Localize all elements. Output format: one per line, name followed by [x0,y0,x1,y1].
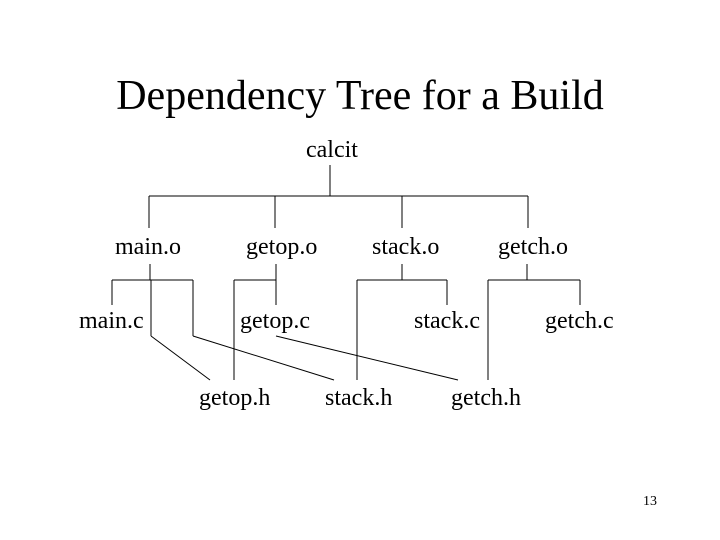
node-getop-o: getop.o [246,234,318,260]
edge-main-o-getop-h [150,335,211,381]
node-stack-h: stack.h [325,385,393,411]
slide-title: Dependency Tree for a Build [116,73,604,119]
node-main-o: main.o [115,234,181,260]
node-getch-o: getch.o [498,234,568,260]
node-getch-c: getch.c [545,308,614,334]
node-calcit: calcit [306,137,358,163]
node-getop-c: getop.c [240,308,310,334]
node-getch-h: getch.h [451,385,521,411]
page-number: 13 [643,494,657,509]
edge-getop-c-getch-h [275,335,459,381]
node-stack-o: stack.o [372,234,440,260]
node-main-c: main.c [79,308,144,334]
node-getop-h: getop.h [199,385,271,411]
edge-main-o-stack-h [192,335,335,381]
node-stack-c: stack.c [414,308,480,334]
